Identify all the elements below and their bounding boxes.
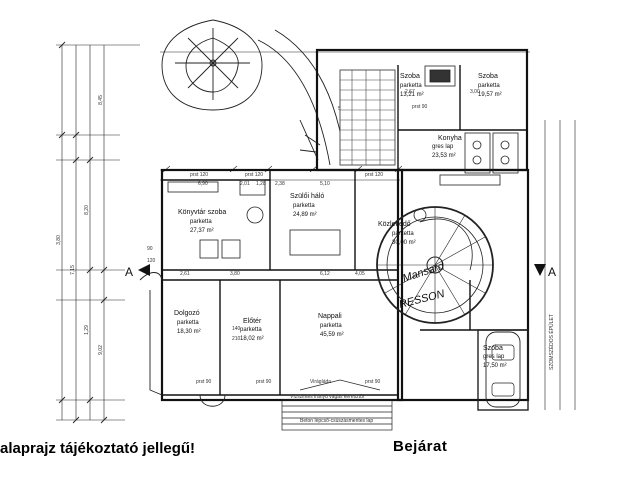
dim-3-00: 3,00 bbox=[470, 89, 480, 95]
dim-15: 8,45 bbox=[98, 95, 104, 105]
svg-text:19,57 m²: 19,57 m² bbox=[478, 92, 502, 98]
spiral-staircase bbox=[376, 206, 494, 324]
furniture-library bbox=[167, 179, 341, 259]
dim-2-67: 2,67 bbox=[405, 89, 415, 95]
dim-6-12: 6,12 bbox=[320, 271, 330, 277]
svg-text:parketta: parketta bbox=[392, 231, 414, 237]
bath-fixtures bbox=[413, 65, 456, 222]
note-stairs: Beton lépcső-csúszásmentes lap bbox=[300, 418, 373, 424]
dim-2-61: 2,61 bbox=[180, 271, 190, 277]
room-kozlekedo: Közlekedő parketta 30,00 m² bbox=[378, 221, 416, 246]
svg-text:13,21 m²: 13,21 m² bbox=[400, 92, 424, 98]
room-konyvtar: Könyvtár szoba parketta 27,37 m² bbox=[178, 209, 226, 234]
room-konyha: Konyha gres lap 23,53 m² bbox=[432, 135, 462, 159]
svg-text:Könyvtár szoba: Könyvtár szoba bbox=[178, 209, 226, 216]
left-dimension-lines bbox=[56, 41, 140, 424]
room-eloter: Előtér parketta 18,02 m² bbox=[240, 318, 264, 342]
neighbor-building-label: SZOMSZÉDOS ÉPÜLET bbox=[548, 314, 555, 370]
room-szoba-top-right: Szoba parketta 19,57 m² bbox=[478, 73, 502, 98]
brick-hatching bbox=[339, 69, 396, 166]
kitchen-fixtures bbox=[439, 132, 519, 186]
dim-90: 90 bbox=[147, 246, 153, 252]
svg-text:parketta: parketta bbox=[320, 323, 342, 329]
dim-120: 120 bbox=[147, 258, 156, 264]
garden-tree bbox=[161, 19, 263, 111]
svg-text:Szoba: Szoba bbox=[478, 73, 498, 80]
svg-text:17,50 m²: 17,50 m² bbox=[483, 363, 507, 369]
prst-120-a: Virágláda bbox=[310, 379, 331, 385]
dim-14: 8,20 bbox=[84, 205, 90, 215]
dim-16: 9,02 bbox=[98, 345, 104, 355]
svg-text:30,00 m²: 30,00 m² bbox=[392, 240, 416, 246]
svg-text:parketta: parketta bbox=[293, 203, 315, 209]
svg-text:gres lap: gres lap bbox=[483, 354, 505, 360]
room-szoba-top-left: Szoba parketta 13,21 m² bbox=[400, 73, 424, 98]
svg-text:18,30 m²: 18,30 m² bbox=[177, 329, 201, 335]
right-dimension-lines bbox=[544, 120, 576, 410]
svg-text:gres lap: gres lap bbox=[432, 144, 454, 150]
room-halo: Szülői háló parketta 24,89 m² bbox=[290, 193, 324, 218]
prst-60-d: prst 90 bbox=[365, 379, 381, 385]
svg-text:18,02 m²: 18,02 m² bbox=[240, 336, 264, 342]
dim-140: 140 bbox=[232, 326, 241, 332]
svg-text:Dolgozó: Dolgozó bbox=[174, 310, 200, 317]
dim-5-10: 5,10 bbox=[320, 181, 330, 187]
section-letter-right: A bbox=[548, 265, 556, 279]
svg-text:Előtér: Előtér bbox=[243, 318, 262, 325]
svg-text:Szoba: Szoba bbox=[400, 73, 420, 80]
svg-text:Nappali: Nappali bbox=[318, 313, 342, 320]
disclaimer-caption: alaprajz tájékoztató jellegű! bbox=[0, 440, 196, 457]
dim-22: 3,80 bbox=[56, 235, 62, 245]
svg-text:parketta: parketta bbox=[240, 327, 262, 333]
dim-6-90: 6,90 bbox=[198, 181, 208, 187]
svg-text:27,37 m²: 27,37 m² bbox=[190, 228, 214, 234]
room-dolgozo: Dolgozó parketta 18,30 m² bbox=[174, 310, 201, 335]
interior-walls bbox=[162, 65, 528, 396]
entrance-caption: Bejárat bbox=[393, 438, 448, 455]
svg-text:45,59 m²: 45,59 m² bbox=[320, 332, 344, 338]
prst-90-c: prst 120 bbox=[365, 172, 383, 178]
dim-4-05: 4,05 bbox=[355, 271, 365, 277]
dim-210: 210 bbox=[232, 336, 241, 342]
room-szoba-garage: Szoba gres lap 17,50 m² bbox=[483, 345, 507, 369]
dim-2-01: 2,01 bbox=[240, 181, 250, 187]
bay-window-dolgozo bbox=[139, 272, 226, 407]
dim-17: 1,29 bbox=[84, 325, 90, 335]
svg-text:24,89 m²: 24,89 m² bbox=[293, 212, 317, 218]
dim-13: 7,15 bbox=[70, 265, 76, 275]
section-marker-left: A bbox=[125, 264, 150, 279]
prst-60-a: prst 90 bbox=[412, 104, 428, 110]
dim-1-28: 1,28 bbox=[256, 181, 266, 187]
dim-2-38: 2,38 bbox=[275, 181, 285, 187]
svg-text:Szülői háló: Szülői háló bbox=[290, 193, 324, 200]
svg-text:parketta: parketta bbox=[478, 83, 500, 89]
svg-text:Konyha: Konyha bbox=[438, 135, 462, 142]
svg-text:23,53 m²: 23,53 m² bbox=[432, 153, 456, 159]
prst-60-b: prst 90 bbox=[196, 379, 212, 385]
garage bbox=[477, 329, 529, 411]
left-dimension-texts: 3,80 7,15 8,20 8,45 9,02 1,29 bbox=[56, 95, 104, 355]
note-cut: Vízszintes irányú vágás keresztül bbox=[290, 394, 364, 400]
svg-text:Szoba: Szoba bbox=[483, 345, 503, 352]
section-marker-right: A bbox=[534, 264, 556, 279]
dim-3-80: 3,80 bbox=[230, 271, 240, 277]
entry-stairs bbox=[281, 379, 393, 431]
prst-90-b: prst 120 bbox=[245, 172, 263, 178]
prst-90-a: prst 120 bbox=[190, 172, 208, 178]
section-letter-left: A bbox=[125, 265, 133, 279]
room-labels: Szoba parketta 13,21 m² Szoba parketta 1… bbox=[174, 73, 507, 369]
prst-60-c: prst 90 bbox=[256, 379, 272, 385]
svg-text:parketta: parketta bbox=[190, 219, 212, 225]
svg-text:parketta: parketta bbox=[400, 83, 422, 89]
svg-text:Közlekedő: Közlekedő bbox=[378, 221, 411, 228]
svg-text:parketta: parketta bbox=[177, 320, 199, 326]
room-nappali: Nappali parketta 45,59 m² bbox=[318, 313, 344, 338]
